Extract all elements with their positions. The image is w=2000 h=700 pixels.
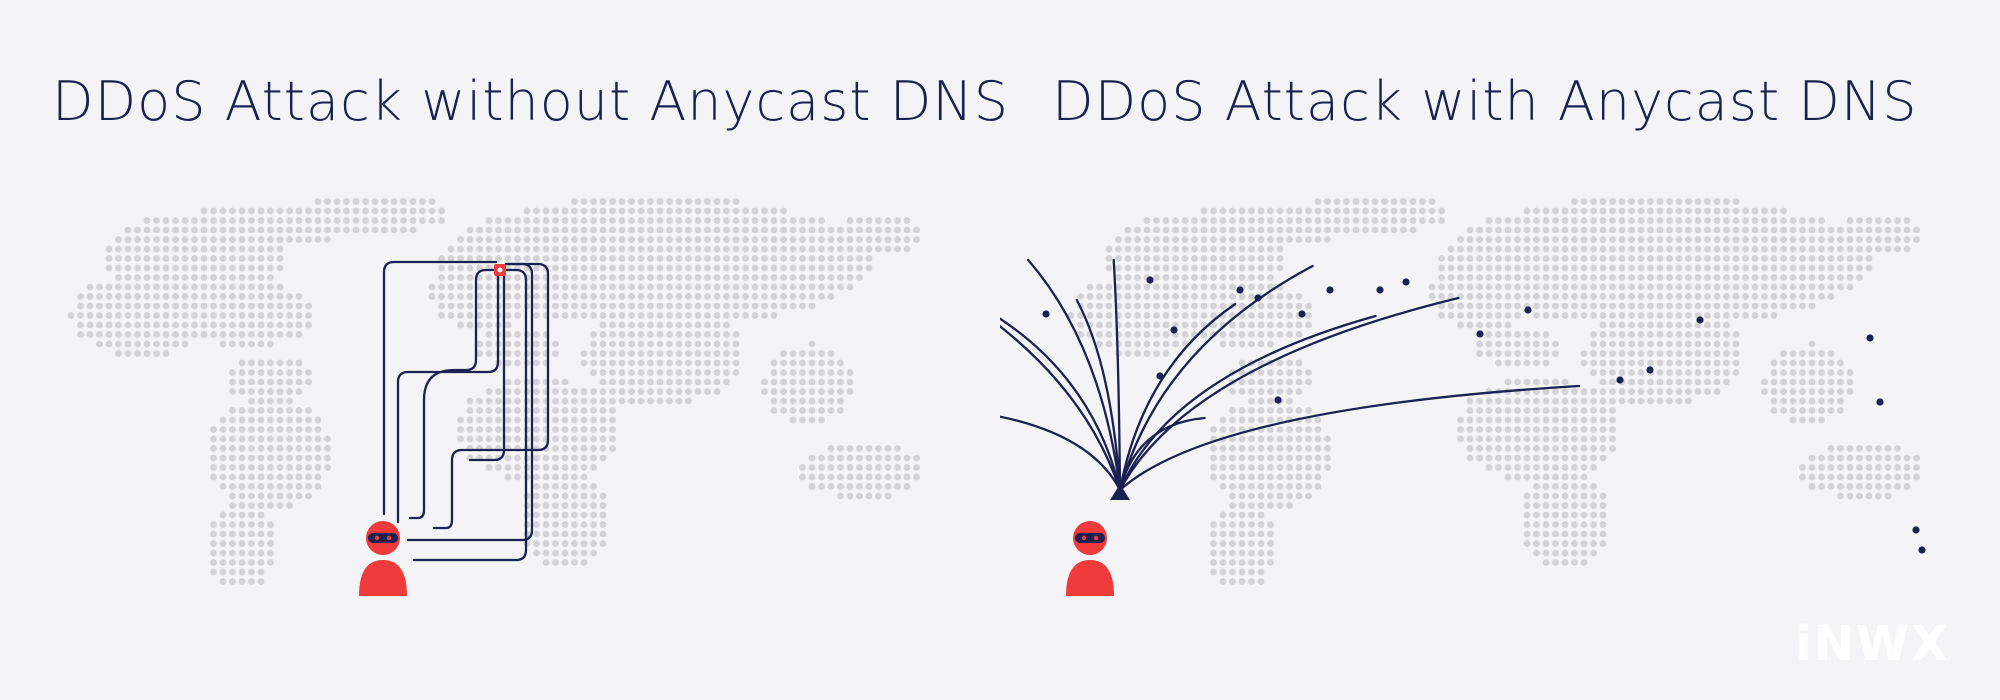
anycast-node-icon: [1298, 310, 1306, 318]
attack-route: [1027, 258, 1122, 492]
anycast-node-icon: [1866, 334, 1874, 342]
anycast-node-icon: [1402, 278, 1410, 286]
attack-route: [1112, 258, 1122, 492]
attack-routes-single-server: [359, 260, 550, 596]
hacker-icon: [1066, 521, 1114, 596]
anycast-node-icon: [1918, 546, 1926, 554]
anycast-node-icon: [1616, 376, 1624, 384]
attack-route: [396, 268, 500, 524]
anycast-node-icon: [1170, 326, 1178, 334]
attack-route: [1118, 264, 1314, 492]
diagram-without-anycast: [0, 170, 960, 630]
diagram-title-with-anycast: DDoS Attack with Anycast DNS: [1052, 70, 1918, 133]
attack-route: [432, 262, 550, 530]
inwx-logo: iNWX: [1795, 616, 1950, 672]
world-map-right: [1067, 198, 1920, 585]
anycast-node-icon: [1876, 398, 1884, 406]
anycast-node-icon: [1146, 276, 1154, 284]
anycast-node-icon: [1236, 286, 1244, 294]
anycast-node-icon: [1912, 526, 1920, 534]
attack-routes-distributed-servers: [1000, 258, 1926, 596]
attack-route: [412, 268, 528, 562]
anycast-node-icon: [1042, 310, 1050, 318]
hacker-icon: [359, 521, 407, 596]
attack-route: [1000, 415, 1122, 492]
attack-route: [1118, 296, 1460, 492]
anycast-node-icon: [1156, 372, 1164, 380]
attack-route: [408, 268, 504, 520]
anycast-node-icon: [1376, 286, 1384, 294]
attack-route: [1075, 298, 1122, 492]
anycast-node-icon: [1646, 366, 1654, 374]
diagram-with-anycast: [1000, 170, 1960, 630]
attack-route: [1000, 324, 1122, 492]
world-map-left: [67, 198, 920, 585]
anycast-node-icon: [1326, 286, 1334, 294]
attack-route: [1118, 302, 1237, 492]
server-icon: [494, 264, 506, 276]
attack-route: [1118, 314, 1377, 492]
diagram-title-without-anycast: DDoS Attack without Anycast DNS: [52, 70, 1009, 133]
anycast-node-icon: [1274, 396, 1282, 404]
anycast-node-icon: [1476, 330, 1484, 338]
attack-route: [1000, 317, 1122, 492]
anycast-node-icon: [1524, 306, 1532, 314]
attack-route: [382, 260, 498, 516]
anycast-node-icon: [1696, 316, 1704, 324]
attack-route: [1118, 416, 1206, 492]
arrow-head-icon: [1110, 484, 1130, 500]
attack-route: [468, 272, 506, 462]
attack-route: [406, 262, 534, 542]
anycast-node-icon: [1254, 294, 1262, 302]
attack-route: [1118, 384, 1581, 492]
